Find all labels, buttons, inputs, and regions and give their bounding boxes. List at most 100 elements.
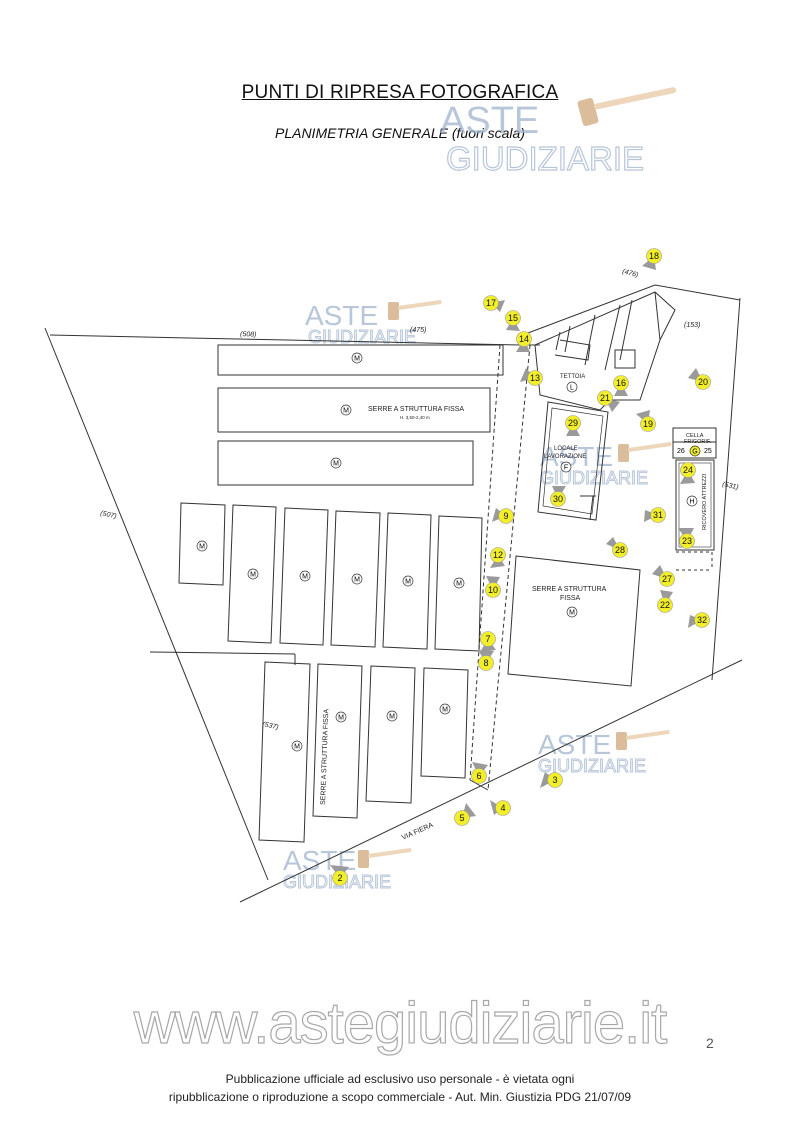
photo-point-30: 30	[550, 486, 566, 507]
boundary-internal	[149, 651, 296, 655]
gavel-icon	[358, 848, 412, 868]
letter-l: L	[566, 381, 578, 393]
internal-track-west	[469, 344, 501, 781]
svg-text:3: 3	[552, 775, 557, 785]
parcel-507: (507)	[100, 510, 117, 520]
svg-text:17: 17	[486, 298, 496, 308]
letter-m-13: M	[386, 710, 398, 722]
svg-text:M: M	[569, 610, 575, 617]
boundary-east	[711, 297, 741, 681]
parcel-476: (476)	[621, 268, 639, 279]
svg-text:L: L	[570, 385, 574, 392]
watermark-lower-right: ASTE GIUDIZIARIE	[538, 729, 670, 777]
gavel-icon	[577, 87, 677, 126]
svg-text:M: M	[199, 544, 205, 551]
label-tettoia: TETTOIA	[560, 374, 585, 380]
photo-point-12: 12	[490, 547, 506, 568]
svg-text:G: G	[692, 449, 697, 456]
photo-point-23: 23	[678, 528, 695, 549]
label-via-fiera: VIA FIERA	[401, 822, 435, 842]
svg-text:GIUDIZIARIE: GIUDIZIARIE	[308, 327, 416, 347]
subtitle-scale-note: (fuori scala)	[451, 125, 525, 141]
letter-m-10: M	[566, 606, 578, 618]
svg-text:F: F	[564, 465, 568, 472]
photo-point-24: 24	[680, 462, 696, 484]
parcel-531: (531)	[722, 481, 739, 491]
svg-text:M: M	[338, 715, 344, 722]
photo-point-20: 20	[688, 368, 711, 390]
photo-point-19: 19	[636, 410, 656, 432]
photo-point-5: 5	[454, 803, 476, 826]
cella-frigorifera	[672, 427, 717, 459]
watermark-top: ASTE GIUDIZIARIE	[440, 87, 677, 178]
svg-text:M: M	[405, 579, 411, 586]
cella-number-26: 26	[677, 448, 685, 455]
svg-text:24: 24	[683, 465, 693, 475]
letter-m-11: M	[291, 740, 303, 752]
svg-text:M: M	[343, 408, 349, 415]
letter-m-9: M	[453, 577, 465, 589]
photo-point-6: 6	[471, 762, 488, 784]
letter-m-4: M	[196, 540, 208, 552]
letter-m-8: M	[402, 575, 414, 587]
svg-text:M: M	[389, 714, 395, 721]
photo-point-13: 13	[520, 368, 543, 386]
photo-point-22: 22	[657, 590, 673, 613]
building-complex	[534, 291, 717, 571]
subtitle-main: PLANIMETRIA GENERALE	[274, 125, 448, 141]
building-letters: M M M M M M M M M M M M M M L F G H	[196, 352, 701, 752]
label-locale-1: LOCALE	[554, 446, 578, 452]
photo-point-2: 2	[330, 865, 349, 886]
letter-m-7: M	[351, 573, 363, 585]
svg-text:ASTE: ASTE	[305, 300, 378, 331]
svg-text:14: 14	[519, 334, 529, 344]
label-serre-right-2: FISSA	[560, 595, 581, 602]
svg-text:ASTE: ASTE	[440, 100, 539, 142]
footer-line-1: Pubblicazione ufficiale ad esclusivo uso…	[225, 1072, 575, 1086]
label-locale-2: LAVORAZIONE	[544, 454, 586, 460]
photo-point-9: 9	[492, 508, 514, 524]
ricovero-attrezzi	[675, 459, 715, 551]
site-watermark: www.astegiudiziarie.it	[133, 990, 668, 1056]
letter-g: G	[689, 445, 701, 457]
svg-text:31: 31	[653, 510, 663, 520]
svg-text:2: 2	[337, 873, 342, 883]
letter-m-14: M	[439, 703, 451, 715]
property-boundaries	[44, 284, 743, 903]
svg-text:M: M	[354, 577, 360, 584]
parcel-508: (508)	[240, 331, 257, 339]
locale-lavorazione	[537, 401, 609, 521]
svg-text:7: 7	[485, 634, 490, 644]
letter-m-2: M	[340, 404, 352, 416]
label-serre-top: SERRE A STRUTTURA FISSA	[368, 406, 464, 413]
letter-m-6: M	[299, 570, 311, 582]
svg-text:10: 10	[488, 585, 498, 595]
svg-text:M: M	[456, 581, 462, 588]
photo-point-28: 28	[606, 537, 628, 558]
tettoia-outline	[534, 291, 676, 411]
svg-text:GIUDIZIARIE: GIUDIZIARIE	[540, 468, 648, 488]
watermark-mid-right: ASTE GIUDIZIARIE	[540, 441, 672, 489]
svg-text:15: 15	[508, 313, 518, 323]
page-subtitle: PLANIMETRIA GENERALE (fuori scala)	[0, 125, 800, 141]
photo-point-29: 29	[565, 415, 581, 436]
photo-point-31: 31	[644, 507, 666, 523]
photo-point-17: 17	[483, 295, 505, 312]
gavel-icon	[388, 300, 442, 320]
svg-text:29: 29	[568, 418, 578, 428]
svg-text:21: 21	[600, 393, 610, 403]
svg-text:22: 22	[660, 600, 670, 610]
svg-text:9: 9	[503, 511, 508, 521]
svg-text:ASTE: ASTE	[540, 441, 613, 472]
photo-point-3: 3	[540, 772, 563, 788]
letter-f: F	[560, 461, 572, 473]
svg-text:12: 12	[493, 550, 503, 560]
photo-point-15: 15	[505, 310, 521, 331]
parcel-numbers: (508) (475) (476) (153) (507) (531) (537…	[100, 268, 739, 731]
svg-text:GIUDIZIARIE: GIUDIZIARIE	[446, 140, 644, 177]
photo-point-7: 7	[480, 631, 496, 652]
footer-line-2: ripubblicazione o riproduzione a scopo c…	[168, 1090, 632, 1104]
cella-numbers: 26 25	[677, 448, 712, 455]
svg-text:ASTE: ASTE	[538, 729, 611, 760]
